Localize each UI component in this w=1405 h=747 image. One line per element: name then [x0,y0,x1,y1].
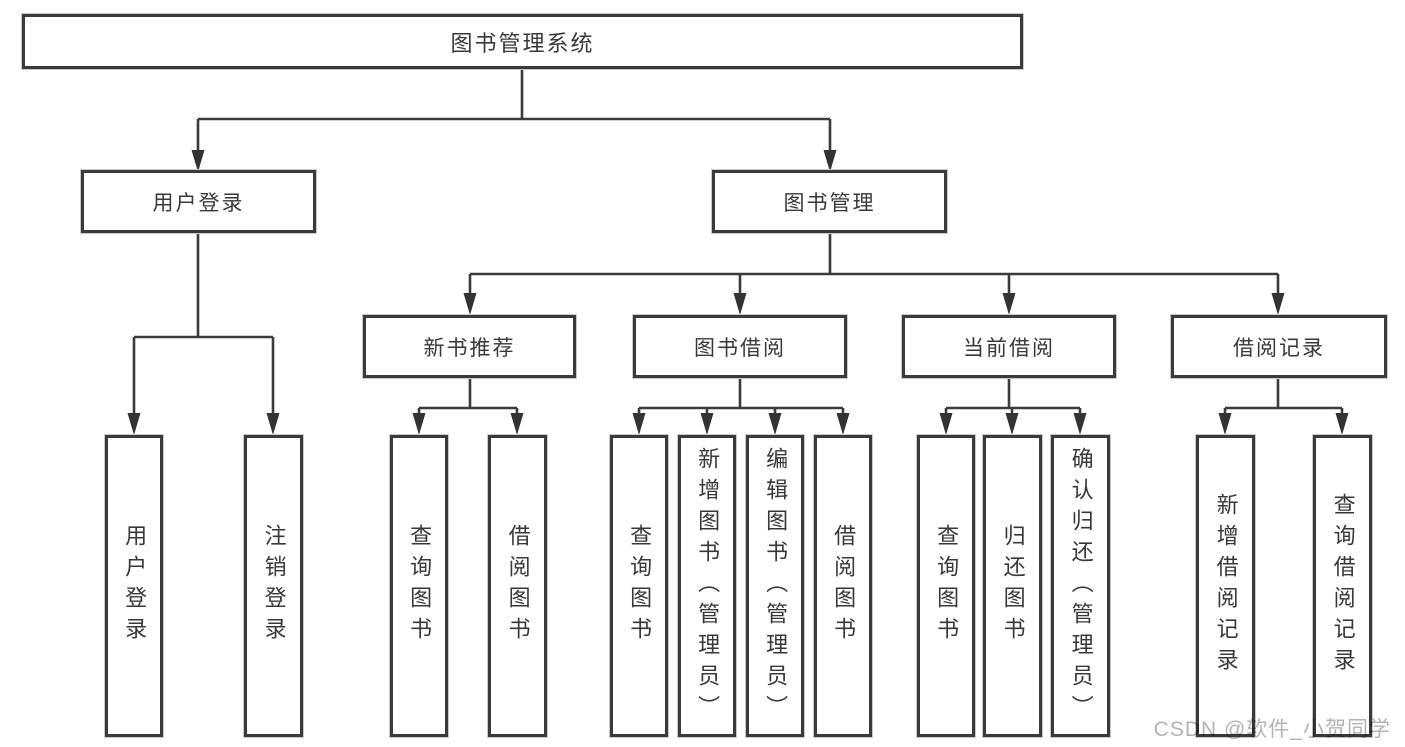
leaf-user-login: 用户登录 [105,435,163,737]
csdn-watermark: CSDN @软件_小贺同学 [1153,718,1391,741]
node-borrow-records: 借阅记录 [1171,315,1387,378]
leaf-current-query-books: 查询图书 [917,435,975,737]
leaf-current-query-books-label: 查询图书 [934,524,960,648]
connector-bookmgmt-to-level3 [468,233,1280,296]
leaf-borrow-query-books-label: 查询图书 [627,524,653,648]
leaf-borrow-query-books: 查询图书 [610,435,668,737]
leaf-add-books-admin: 新增图书（管理员） [678,435,736,737]
node-root: 图书管理系统 [22,14,1023,69]
leaf-add-borrow-record-label: 新增借阅记录 [1213,493,1239,679]
node-book-borrow-label: 图书借阅 [694,336,786,360]
leaf-confirm-return-admin: 确认归还（管理员） [1051,435,1110,737]
connector-userlogin-to-leaves [132,233,275,416]
leaf-confirm-return-admin-label: 确认归还（管理员） [1068,446,1094,726]
node-book-mgmt: 图书管理 [712,170,947,233]
leaf-add-books-admin-label: 新增图书（管理员） [695,446,721,726]
leaf-borrow-books-label: 借阅图书 [831,524,857,648]
leaf-user-login-label: 用户登录 [122,524,148,648]
connector-root-to-level2 [196,69,832,153]
connector-records-to-leaves [1223,378,1344,416]
node-new-book-recommend-label: 新书推荐 [423,336,516,360]
connector-current-to-leaves [944,378,1082,416]
node-user-login: 用户登录 [81,170,316,233]
connector-recommend-to-leaves [417,378,519,416]
node-book-borrow: 图书借阅 [633,315,847,378]
node-book-mgmt-label: 图书管理 [783,191,876,215]
node-root-label: 图书管理系统 [450,30,595,56]
leaf-query-borrow-record-label: 查询借阅记录 [1330,493,1356,679]
node-current-borrow: 当前借阅 [902,315,1116,378]
leaf-borrow-books: 借阅图书 [814,435,872,737]
leaf-recommend-query-books: 查询图书 [390,435,448,737]
leaf-edit-books-admin-label: 编辑图书（管理员） [763,446,789,726]
leaf-recommend-query-books-label: 查询图书 [407,524,433,648]
node-borrow-records-label: 借阅记录 [1233,336,1325,360]
leaf-logout: 注销登录 [244,435,303,737]
leaf-edit-books-admin: 编辑图书（管理员） [746,435,804,737]
leaf-query-borrow-record: 查询借阅记录 [1313,435,1372,737]
leaf-return-books: 归还图书 [983,435,1042,737]
leaf-recommend-borrow-books-label: 借阅图书 [505,524,531,648]
connector-borrow-to-leaves [637,378,845,416]
node-current-borrow-label: 当前借阅 [963,336,1055,360]
leaf-recommend-borrow-books: 借阅图书 [488,435,547,737]
leaf-return-books-label: 归还图书 [1000,524,1026,648]
node-user-login-label: 用户登录 [152,191,245,215]
leaf-logout-label: 注销登录 [261,524,287,648]
node-new-book-recommend: 新书推荐 [363,315,576,378]
leaf-add-borrow-record: 新增借阅记录 [1196,435,1255,737]
